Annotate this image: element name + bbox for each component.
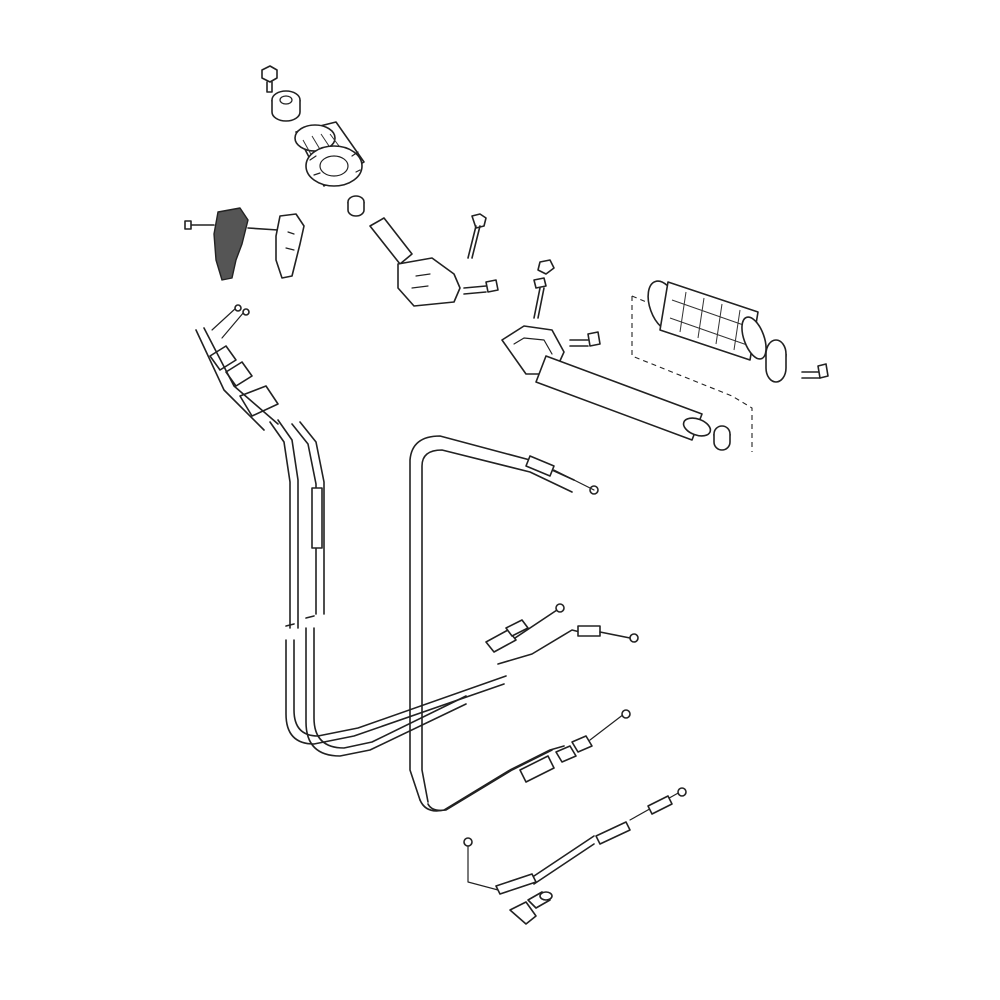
housing-screw	[467, 213, 487, 259]
handlebar-grip	[647, 280, 767, 361]
choke-cable	[463, 787, 687, 895]
bar-end-insert	[713, 425, 731, 451]
left-clip-on-handlebar	[501, 259, 731, 451]
throttle-housing-lower	[369, 213, 499, 307]
housing-bolt	[463, 279, 499, 295]
throttle-cable-pair	[195, 304, 639, 757]
throttle-housing-upper	[184, 207, 305, 281]
grip-end-collar	[271, 90, 301, 122]
cable-elbow	[509, 891, 553, 925]
grip-inner-collar	[347, 195, 365, 217]
clamp-bolt	[569, 331, 601, 347]
clutch-cable	[409, 435, 631, 812]
throttle-grip	[294, 121, 365, 187]
clamp-screw	[533, 259, 555, 319]
grip-end-screw	[261, 65, 278, 93]
bar-end-weight	[765, 339, 829, 383]
throttle-grip-assembly	[261, 65, 365, 217]
